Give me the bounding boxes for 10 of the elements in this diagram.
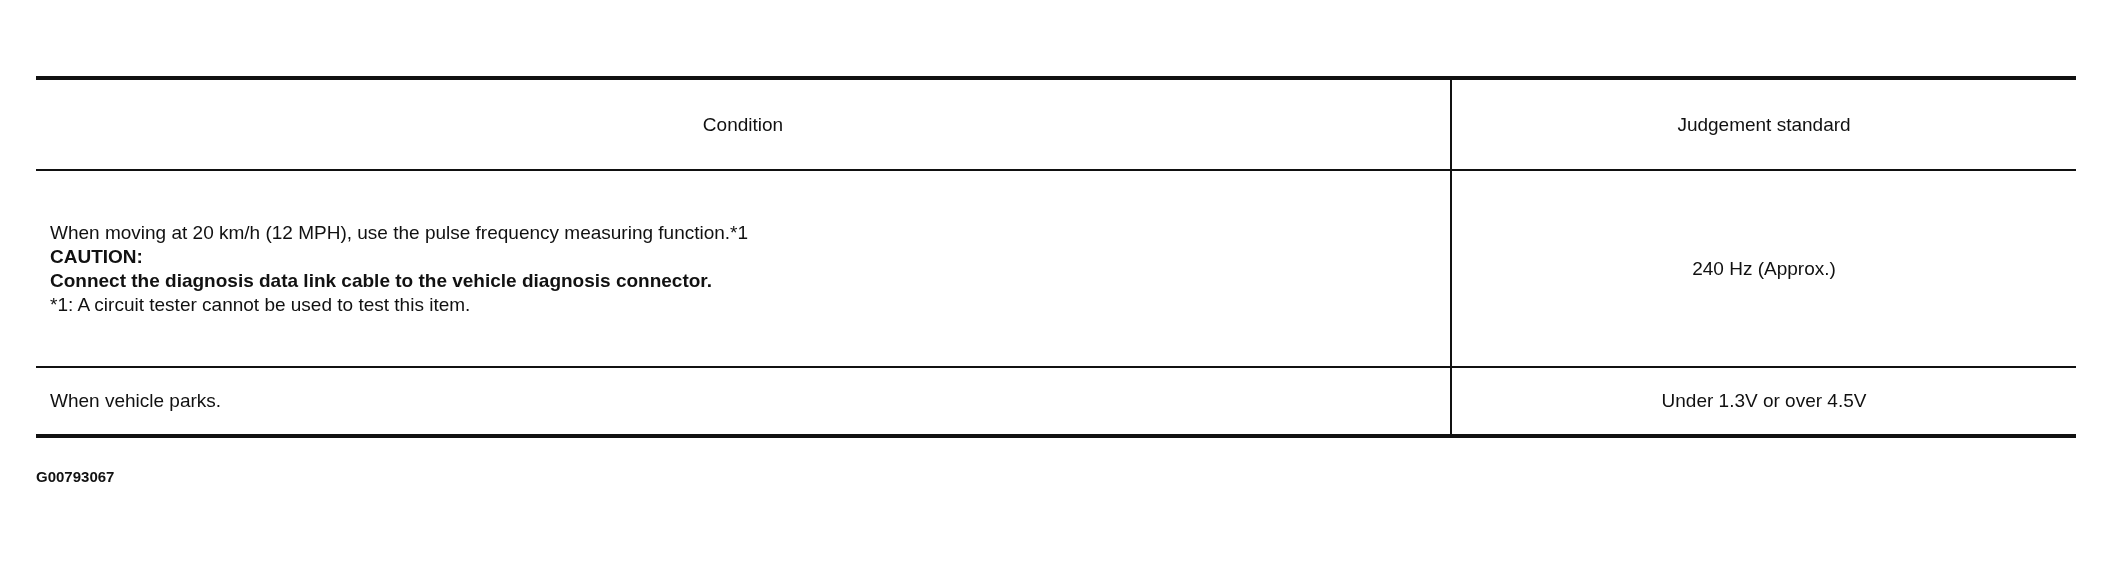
table-cell-text: Condition bbox=[702, 112, 784, 137]
figure-code: G00793067 bbox=[36, 468, 115, 485]
table-cell-text: *1: A circuit tester cannot be used to test this item. bbox=[50, 292, 472, 317]
table-cell-text: Under 1.3V or over 4.5V bbox=[1661, 389, 1867, 413]
caution-note: Connect the diagnosis data link cable to the vehicle diagnosis connector. bbox=[50, 268, 713, 293]
table-cell-text: 240 Hz (Approx.) bbox=[1692, 256, 1836, 281]
table-cell-text: When vehicle parks. bbox=[50, 389, 223, 413]
caution-note: CAUTION: bbox=[50, 244, 144, 269]
table-cell-text: When moving at 20 km/h (12 MPH), use the pulse frequency measuring function.*1 bbox=[50, 220, 750, 245]
table-cell-text: Judgement standard bbox=[1677, 112, 1851, 137]
